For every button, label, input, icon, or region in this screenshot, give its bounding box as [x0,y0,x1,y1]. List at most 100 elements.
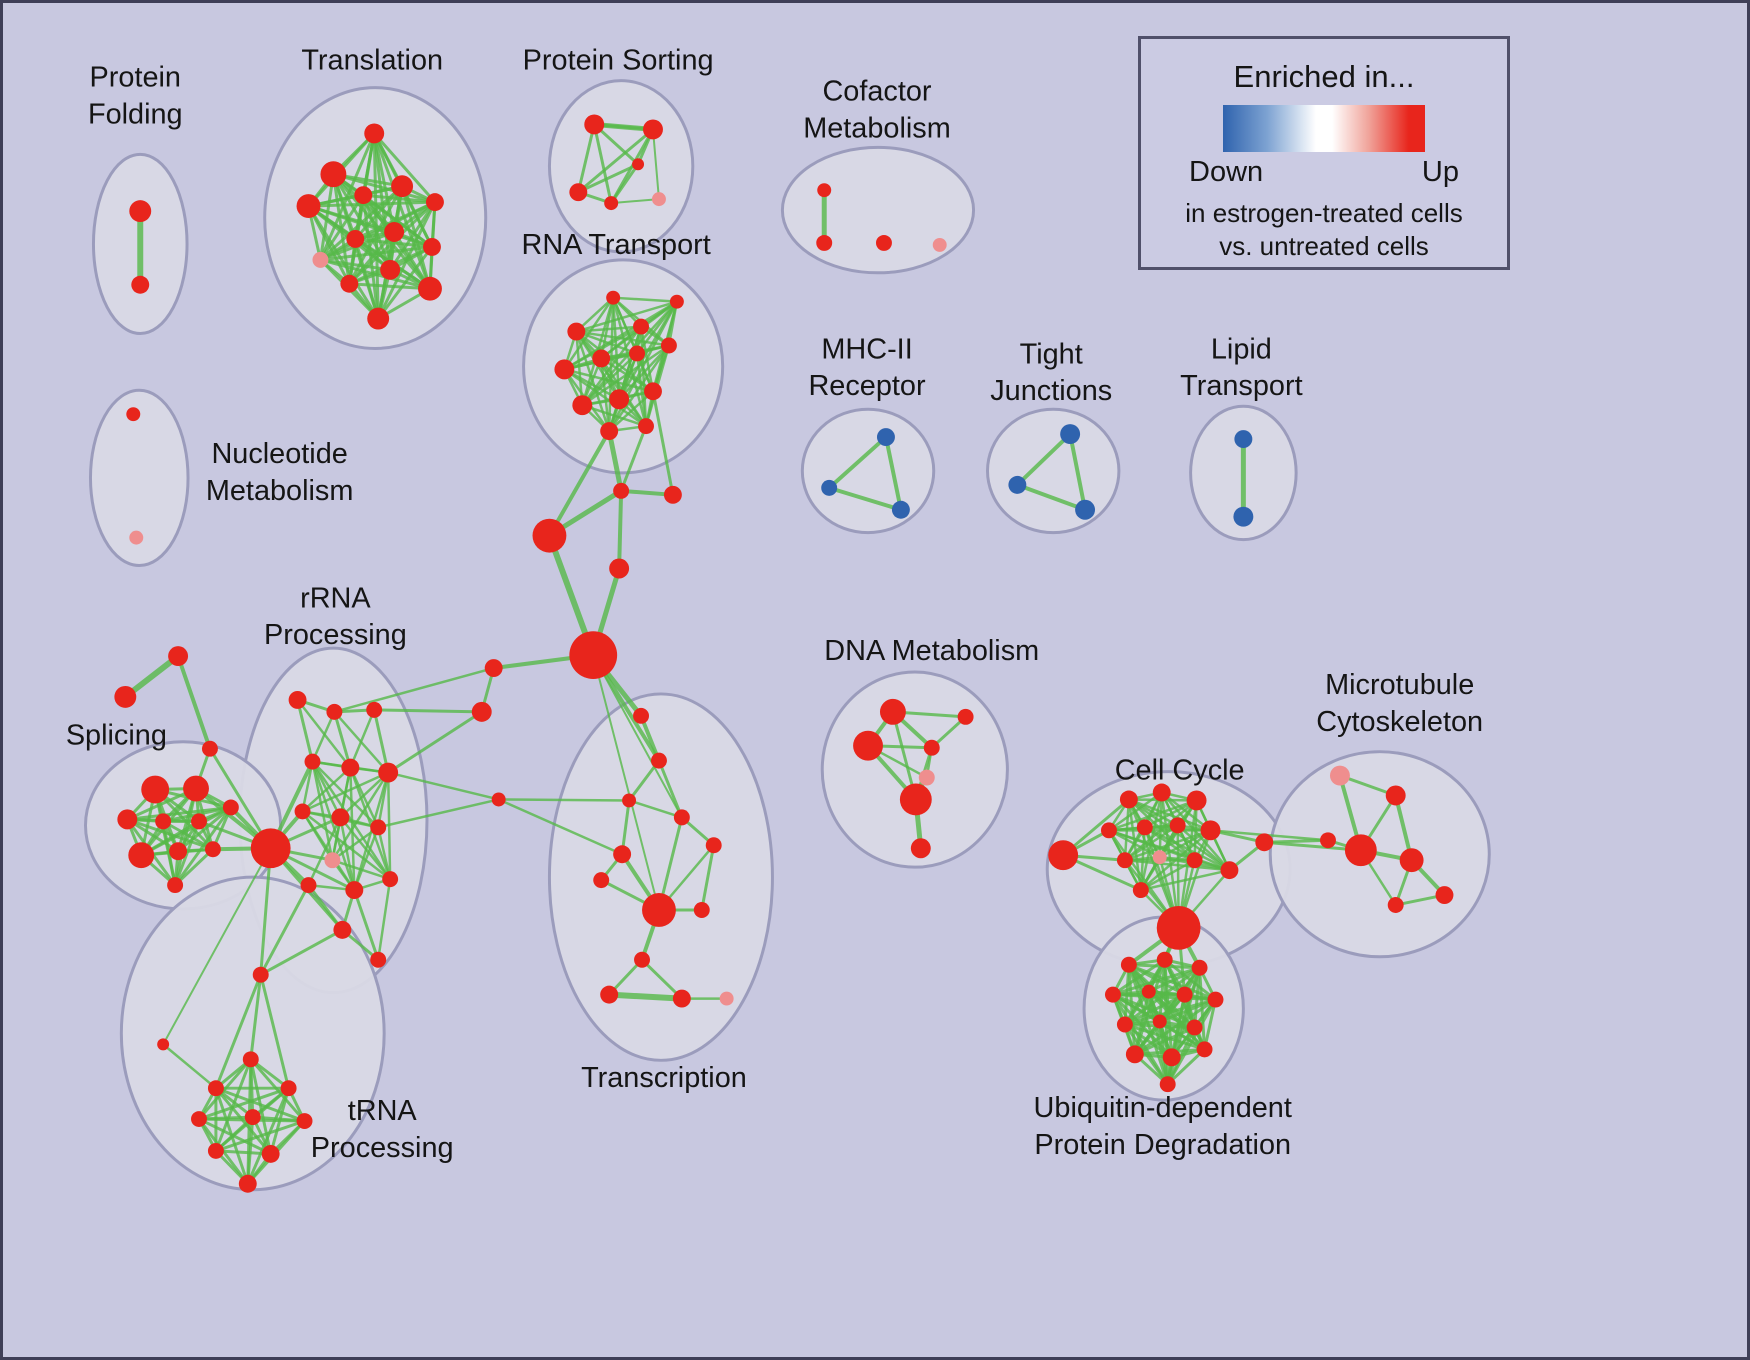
legend-subtitle-line1: in estrogen-treated cells [1185,198,1463,228]
edge-t10-t14 [376,245,434,321]
node-sl4 [155,813,172,830]
cluster-label-cell-cycle: Cell Cycle [1115,755,1245,787]
edge-rr1-rr4 [296,698,314,764]
node-rt11 [644,382,662,401]
node-dm6 [899,783,932,816]
edge-bb8-tr6 [497,798,624,856]
edge-bb7-rr3 [372,708,484,714]
edge-bb8-rr9 [376,798,500,829]
edge-t1-t6 [372,131,437,204]
cluster-label-microtubule-cytoskeleton: Microtubule [1325,669,1474,701]
legend-subtitle-line2: vs. untreated cells [1219,231,1429,261]
edge-rr2-rr5 [332,710,352,770]
edge-t5-t7 [318,184,404,262]
node-cc2 [1152,783,1171,802]
edge-tp4-tp8 [197,1117,273,1156]
edge-t5-t8 [353,184,404,241]
edge-rt3-rt4 [575,325,643,333]
node-rr2 [326,703,343,720]
edge-tr10-tr11 [606,991,685,1002]
edge-x1-x2 [122,653,182,700]
cluster-label-nucleotide-metabolism: Metabolism [206,475,354,507]
node-rt13 [638,418,654,435]
edge-rr10-rr13 [331,858,392,881]
node-tr5 [705,837,722,854]
node-x2 [168,646,189,667]
node-mt5 [1399,848,1424,873]
node-rt12 [600,422,619,441]
node-tp_left [157,1038,170,1051]
edge-t6-t12 [388,200,437,272]
node-rr7 [294,803,311,820]
node-cc1 [1119,790,1138,809]
edge-ub7-ub9 [1158,998,1217,1023]
edge-tr2-tr3 [627,759,661,802]
node-tp3 [280,1080,297,1097]
cluster-ellipse-cofactor-metabolism [780,145,976,275]
edge-rt4-rt11 [639,325,655,393]
node-cc12 [1132,882,1149,899]
edge-tr5-tr8 [700,843,716,912]
edge-cc2-cc4 [1107,791,1163,832]
edge-rr3-rr6 [372,708,390,775]
cluster-label-translation: Translation [301,45,443,77]
node-rr8 [331,808,350,827]
edge-ps5-ps2 [651,128,660,201]
nodes-layer [114,114,1454,1193]
node-tp5 [244,1109,261,1126]
edge-rt13-bb1 [619,424,648,493]
edge-tr9-tr11 [640,958,684,1001]
node-rr_hub [250,828,291,869]
node-bb2 [663,485,682,504]
edge-rt8-rt10 [617,344,671,401]
edge-tj1-tj2 [1015,432,1073,487]
node-mt1 [1329,765,1350,786]
edge-rr15-rr13 [376,877,392,962]
legend-gradient-bar [1223,105,1425,152]
node-ps2 [643,119,663,140]
node-ub14 [1159,1076,1176,1093]
cluster-label-protein-folding: Protein [90,62,181,94]
node-bb6 [484,659,503,678]
cluster-label-trna-processing: Processing [311,1132,454,1164]
edge-mh1-mh3 [883,435,903,512]
node-tr3 [622,793,637,808]
node-tr7 [593,872,610,889]
edge-cc1-cc11 [1127,798,1231,872]
edge-rr9-rr10 [331,826,380,862]
edge-t2-t6 [331,172,437,204]
node-tp1 [242,1051,259,1068]
node-cm3 [875,234,892,251]
node-tr8 [693,902,710,918]
cluster-label-transcription: Transcription [581,1062,747,1094]
node-ub6 [1176,986,1193,1003]
edge-rr6-rr8 [339,771,390,819]
node-tp6 [296,1113,313,1130]
node-mh3 [891,500,910,519]
edge-tp1-tp6 [249,1057,307,1123]
edge-rr3-rr5 [349,708,376,769]
node-rr9 [370,819,387,836]
edge-rr9-rr12 [353,826,380,892]
edge-rr8-rr13 [339,816,392,881]
edge-tr3-tr6 [620,798,631,856]
node-tp_top [252,966,269,983]
node-ub7 [1207,991,1224,1008]
edge-tj1-tj3 [1068,432,1088,512]
node-rr1 [288,690,307,709]
edge-ub3-ub4 [1111,966,1202,997]
node-bb4 [609,558,630,579]
edge-tp_left-rr_hub [162,847,272,1046]
edge-tp5-tp9 [246,1115,255,1186]
edge-bb5-tr4 [592,654,683,819]
node-t2 [320,161,347,188]
edge-rt1-rt2 [611,296,679,303]
node-rr14 [333,920,352,939]
node-nm2 [129,530,144,545]
node-sl9 [204,841,221,858]
edge-tp_top-tp1 [249,973,263,1061]
edge-sl6-sl10 [173,805,233,887]
node-sl7 [128,842,155,869]
cluster-label-lipid-transport: Transport [1180,370,1302,402]
node-cc_left [1048,840,1079,871]
